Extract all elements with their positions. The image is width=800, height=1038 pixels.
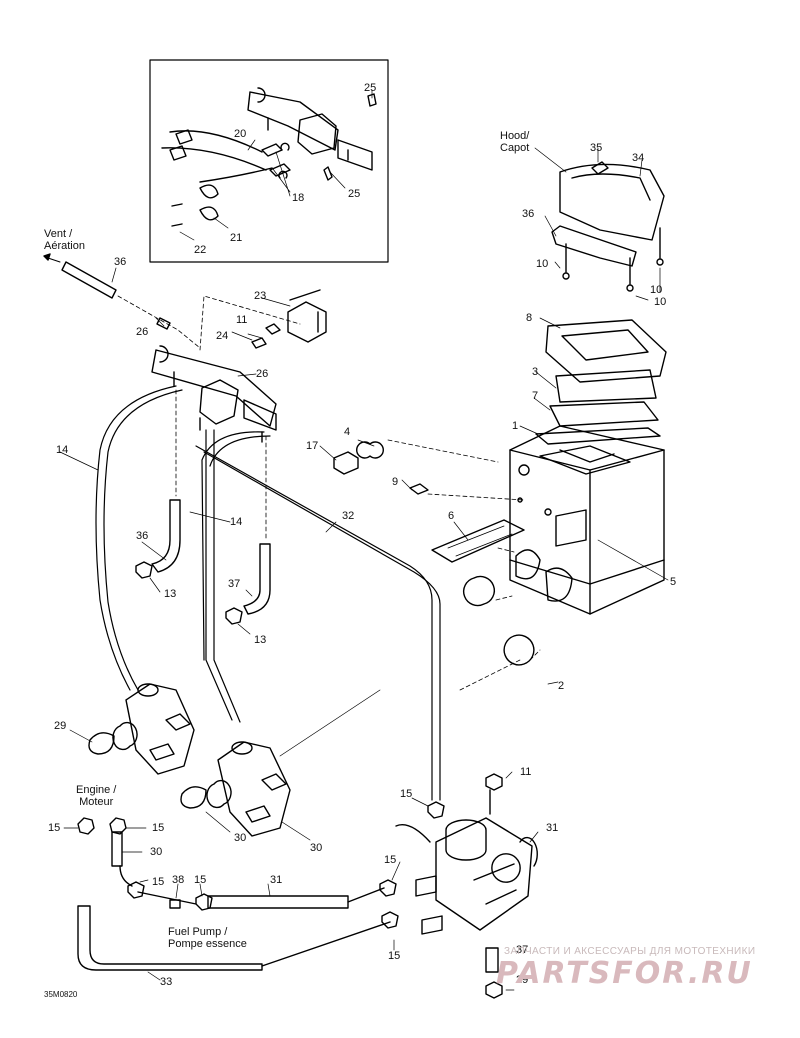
callout-36a: 36 (114, 256, 127, 268)
callout-15b: 15 (48, 822, 61, 834)
callout-23: 26 (256, 368, 269, 380)
callout-29: 29 (516, 974, 529, 986)
callout-22: 24 (216, 330, 229, 342)
callout-15f: 15 (194, 874, 207, 886)
callout-31: 32 (342, 510, 355, 522)
caption-hood-en: Hood/ (500, 130, 530, 142)
caption-engine: Engine / Moteur (76, 784, 116, 808)
callout-36b: 36 (136, 530, 149, 542)
air-silencer (509, 317, 669, 615)
callout-25b: 25 (348, 188, 361, 200)
callout-13b: 13 (254, 634, 267, 646)
vent-line-31 (195, 445, 441, 801)
drawing-code: 35M0820 (44, 990, 78, 999)
callout-15c: 15 (152, 822, 165, 834)
callout-34: 35 (590, 142, 603, 154)
callout-15g: 15 (388, 950, 401, 962)
callout-21: 23 (254, 290, 267, 302)
callout-10a: 10 (536, 258, 549, 270)
callout-30b: 31 (270, 874, 283, 886)
callout-32: 33 (160, 976, 173, 988)
callout-27: 30 (310, 842, 323, 854)
fuel-rail (151, 289, 327, 443)
caption-fuel-pump-fr: Pompe essence (168, 938, 247, 950)
caption-vent-en: Vent / (44, 228, 73, 240)
callout-13a: 13 (164, 588, 177, 600)
callout-2: 2 (558, 680, 565, 692)
callout-14a: 14 (56, 444, 69, 456)
watermark-logo: PARTSFOR.RU (496, 956, 753, 991)
caption-engine-en: Engine / (76, 784, 117, 796)
callout-4: 4 (344, 426, 351, 438)
callout-7: 7 (532, 390, 539, 402)
callout-17: 18 (292, 192, 305, 204)
vent-returns (135, 389, 271, 635)
callout-10c: 10 (654, 296, 667, 308)
callout-26b: 30 (234, 832, 247, 844)
callout-37: 37 (516, 944, 529, 956)
caption-engine-fr: Moteur (79, 796, 114, 808)
callout-3: 3 (532, 366, 539, 378)
fuel-lines (63, 797, 445, 981)
silencer-small-parts (319, 439, 559, 691)
caption-hood-fr: Capot (500, 142, 530, 154)
callout-14b: 14 (230, 516, 243, 528)
callout-30a: 30 (150, 846, 163, 858)
fuel-hoses-14 (59, 385, 271, 723)
callout-35: 36 (522, 208, 535, 220)
watermark-tagline: ЗАПЧАСТИ И АКСЕССУАРЫ ДЛЯ МОТОТЕХНИКИ (504, 946, 756, 957)
callout-20: 22 (194, 244, 207, 256)
callout-25: 25 (364, 82, 377, 94)
callout-11: 11 (520, 766, 532, 778)
callout-15d: 15 (384, 854, 397, 866)
callout-18: 20 (234, 128, 247, 140)
callout-38: 38 (172, 874, 185, 886)
callout-28: 31 (546, 822, 559, 834)
callout-9: 9 (392, 476, 399, 488)
callout-5: 5 (670, 576, 677, 588)
callout-33: 34 (632, 152, 645, 164)
callout-19: 21 (230, 232, 243, 244)
callout-15e: 15 (152, 876, 165, 888)
callout-26a: 29 (54, 720, 67, 732)
callout-24: 26 (136, 326, 149, 338)
callout-1: 1 (512, 420, 519, 432)
hood-assembly (534, 147, 665, 301)
vent-hose (43, 253, 201, 349)
callout-10b: 10 (650, 284, 663, 296)
carburetors (69, 683, 381, 841)
caption-hood: Hood/ Capot (500, 130, 529, 154)
callout-16: 17 (306, 440, 319, 452)
caption-fuel-pump: Fuel Pump / Pompe essence (168, 926, 247, 950)
caption-fuel-pump-en: Fuel Pump / (168, 926, 228, 938)
callout-15a: 15 (400, 788, 413, 800)
callout-8: 8 (526, 312, 533, 324)
callout-36c: 37 (228, 578, 241, 590)
callout-12: 11 (236, 314, 248, 326)
fuel-pump-assembly (395, 771, 539, 999)
callout-6: 6 (448, 510, 455, 522)
caption-vent-fr: Aération (44, 240, 85, 252)
inset-rail-detail (149, 59, 389, 263)
caption-vent: Vent / Aération (44, 228, 85, 252)
